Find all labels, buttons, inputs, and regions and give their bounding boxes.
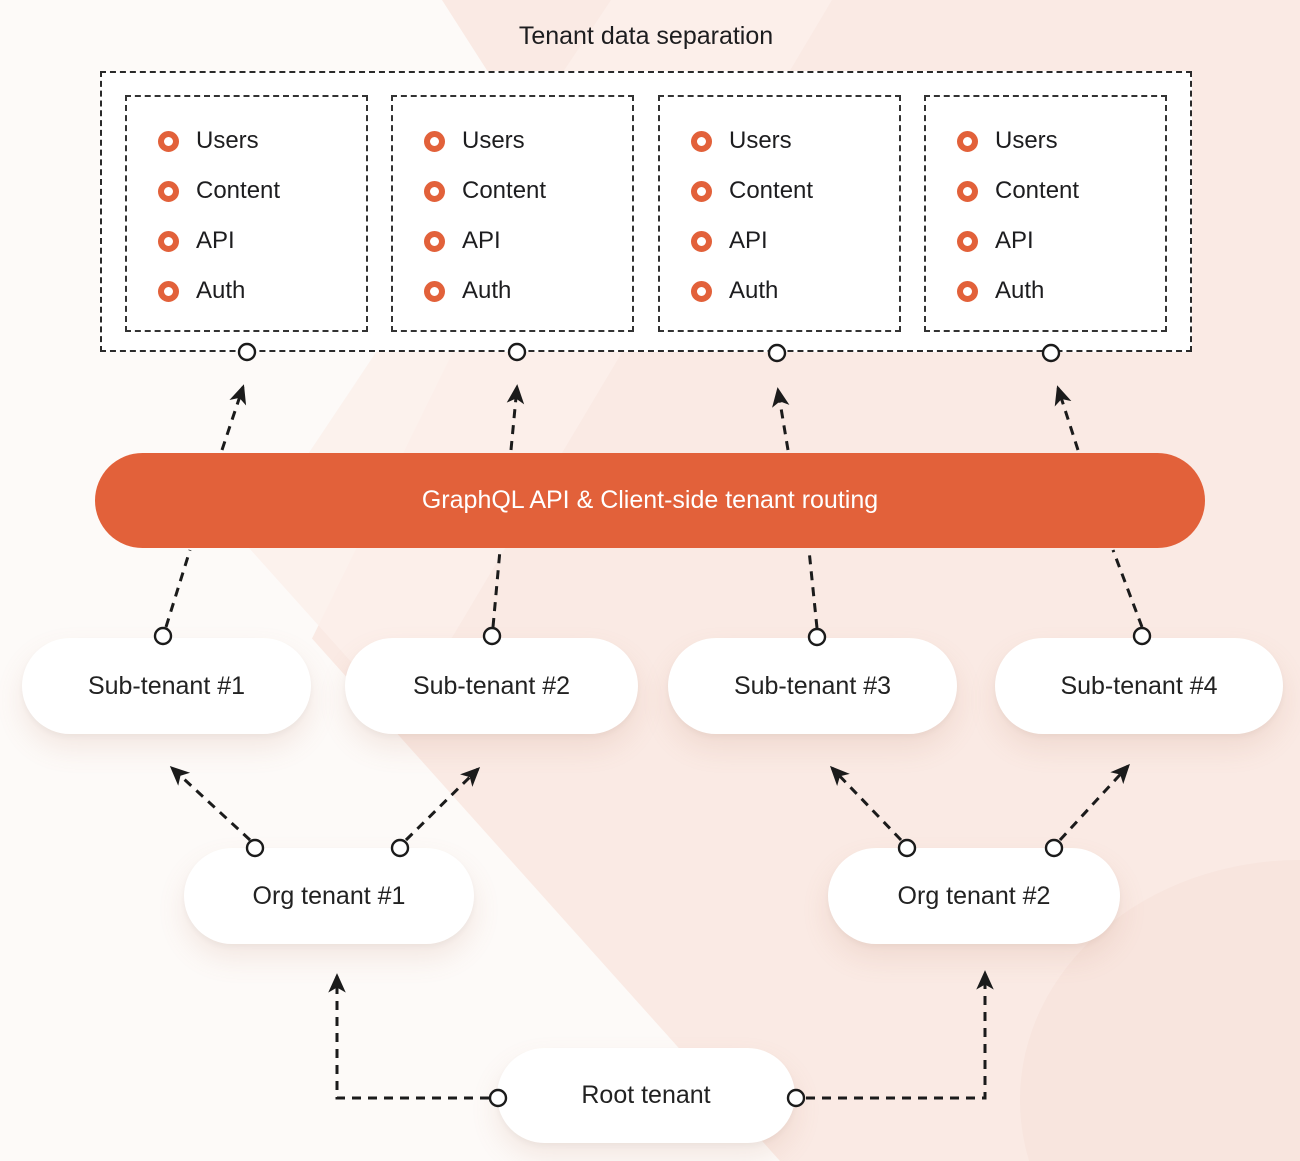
node-label: Sub-tenant #1 — [87, 671, 246, 700]
arrow-bar-to-box-4 — [1054, 385, 1080, 451]
list-item-label: Users — [995, 127, 1058, 154]
arrow-bar-to-box-3 — [772, 387, 790, 451]
list-item: Auth — [158, 266, 366, 316]
bullet-icon — [158, 180, 179, 202]
node-sub-tenant-1: Sub-tenant #1 — [22, 638, 311, 734]
node-label: Sub-tenant #3 — [733, 671, 892, 700]
arrow-root-to-org1 — [328, 973, 489, 1100]
list-item-label: Auth — [729, 277, 779, 304]
tenant-data-separation-group: Users Content API Auth Users Content API… — [100, 71, 1192, 352]
bullet-icon — [424, 180, 445, 202]
list-item-label: API — [196, 227, 235, 254]
tenant-data-box-4: Users Content API Auth — [924, 95, 1167, 332]
bullet-icon — [424, 280, 445, 302]
list-item: Content — [957, 166, 1165, 216]
list-item-label: Content — [196, 177, 281, 204]
graphql-routing-bar: GraphQL API & Client-side tenant routing — [95, 453, 1205, 548]
list-item: Content — [691, 166, 899, 216]
bullet-icon — [957, 130, 978, 152]
list-item-label: API — [995, 227, 1034, 254]
list-item: Content — [158, 166, 366, 216]
graphql-routing-bar-label: GraphQL API & Client-side tenant routing — [421, 486, 879, 514]
list-item-label: API — [729, 227, 768, 254]
list-item-label: Content — [729, 177, 814, 204]
link-sub4-to-bar — [1111, 549, 1144, 628]
arrow-org2-to-sub4 — [1058, 763, 1130, 842]
list-item-label: Users — [729, 127, 792, 154]
list-item: Users — [691, 116, 899, 166]
list-item-label: Auth — [196, 277, 246, 304]
node-label: Org tenant #1 — [252, 881, 406, 910]
list-item-label: API — [462, 227, 501, 254]
node-sub-tenant-2: Sub-tenant #2 — [345, 638, 638, 734]
bullet-icon — [424, 130, 445, 152]
list-item: Auth — [691, 266, 899, 316]
node-label: Org tenant #2 — [897, 881, 1051, 910]
list-item: Users — [158, 116, 366, 166]
node-sub-tenant-4: Sub-tenant #4 — [995, 638, 1283, 734]
node-sub-tenant-3: Sub-tenant #3 — [668, 638, 957, 734]
list-item-label: Users — [196, 127, 259, 154]
bullet-icon — [158, 230, 179, 252]
node-root-tenant: Root tenant — [497, 1048, 795, 1143]
bullet-icon — [158, 280, 179, 302]
list-item: API — [957, 216, 1165, 266]
bullet-icon — [691, 230, 712, 252]
list-item-label: Users — [462, 127, 525, 154]
bullet-icon — [957, 180, 978, 202]
bullet-icon — [691, 130, 712, 152]
node-label: Root tenant — [581, 1081, 711, 1109]
list-item: API — [691, 216, 899, 266]
list-item: Users — [957, 116, 1165, 166]
list-item: Auth — [957, 266, 1165, 316]
node-label: Sub-tenant #4 — [1060, 671, 1218, 700]
bullet-icon — [957, 230, 978, 252]
list-item-label: Auth — [462, 277, 512, 304]
arrow-org1-to-sub2 — [404, 766, 481, 842]
arrow-org1-to-sub1 — [169, 766, 252, 842]
bullet-icon — [957, 280, 978, 302]
bullet-icon — [691, 180, 712, 202]
node-org-tenant-2: Org tenant #2 — [828, 848, 1120, 944]
list-item: API — [158, 216, 366, 266]
link-sub3-to-bar — [807, 549, 819, 629]
tenant-data-box-2: Users Content API Auth — [391, 95, 634, 332]
bullet-icon — [158, 130, 179, 152]
node-org-tenant-1: Org tenant #1 — [184, 848, 474, 944]
node-label: Sub-tenant #2 — [412, 671, 571, 700]
list-item-label: Content — [462, 177, 547, 204]
list-item: Auth — [424, 266, 632, 316]
list-item: Content — [424, 166, 632, 216]
bullet-icon — [691, 280, 712, 302]
tenant-data-box-1: Users Content API Auth — [125, 95, 368, 332]
list-item-label: Content — [995, 177, 1080, 204]
list-item-label: Auth — [995, 277, 1045, 304]
link-sub2-to-bar — [491, 549, 502, 628]
arrow-root-to-org2 — [806, 970, 994, 1100]
list-item: Users — [424, 116, 632, 166]
bullet-icon — [424, 230, 445, 252]
arrow-org2-to-sub3 — [829, 765, 903, 842]
list-item: API — [424, 216, 632, 266]
arrow-bar-to-box-2 — [506, 384, 525, 451]
arrow-bar-to-box-1 — [220, 384, 247, 451]
diagram-title: Tenant data separation — [518, 22, 774, 50]
tenant-data-box-3: Users Content API Auth — [658, 95, 901, 332]
link-sub1-to-bar — [164, 549, 192, 628]
